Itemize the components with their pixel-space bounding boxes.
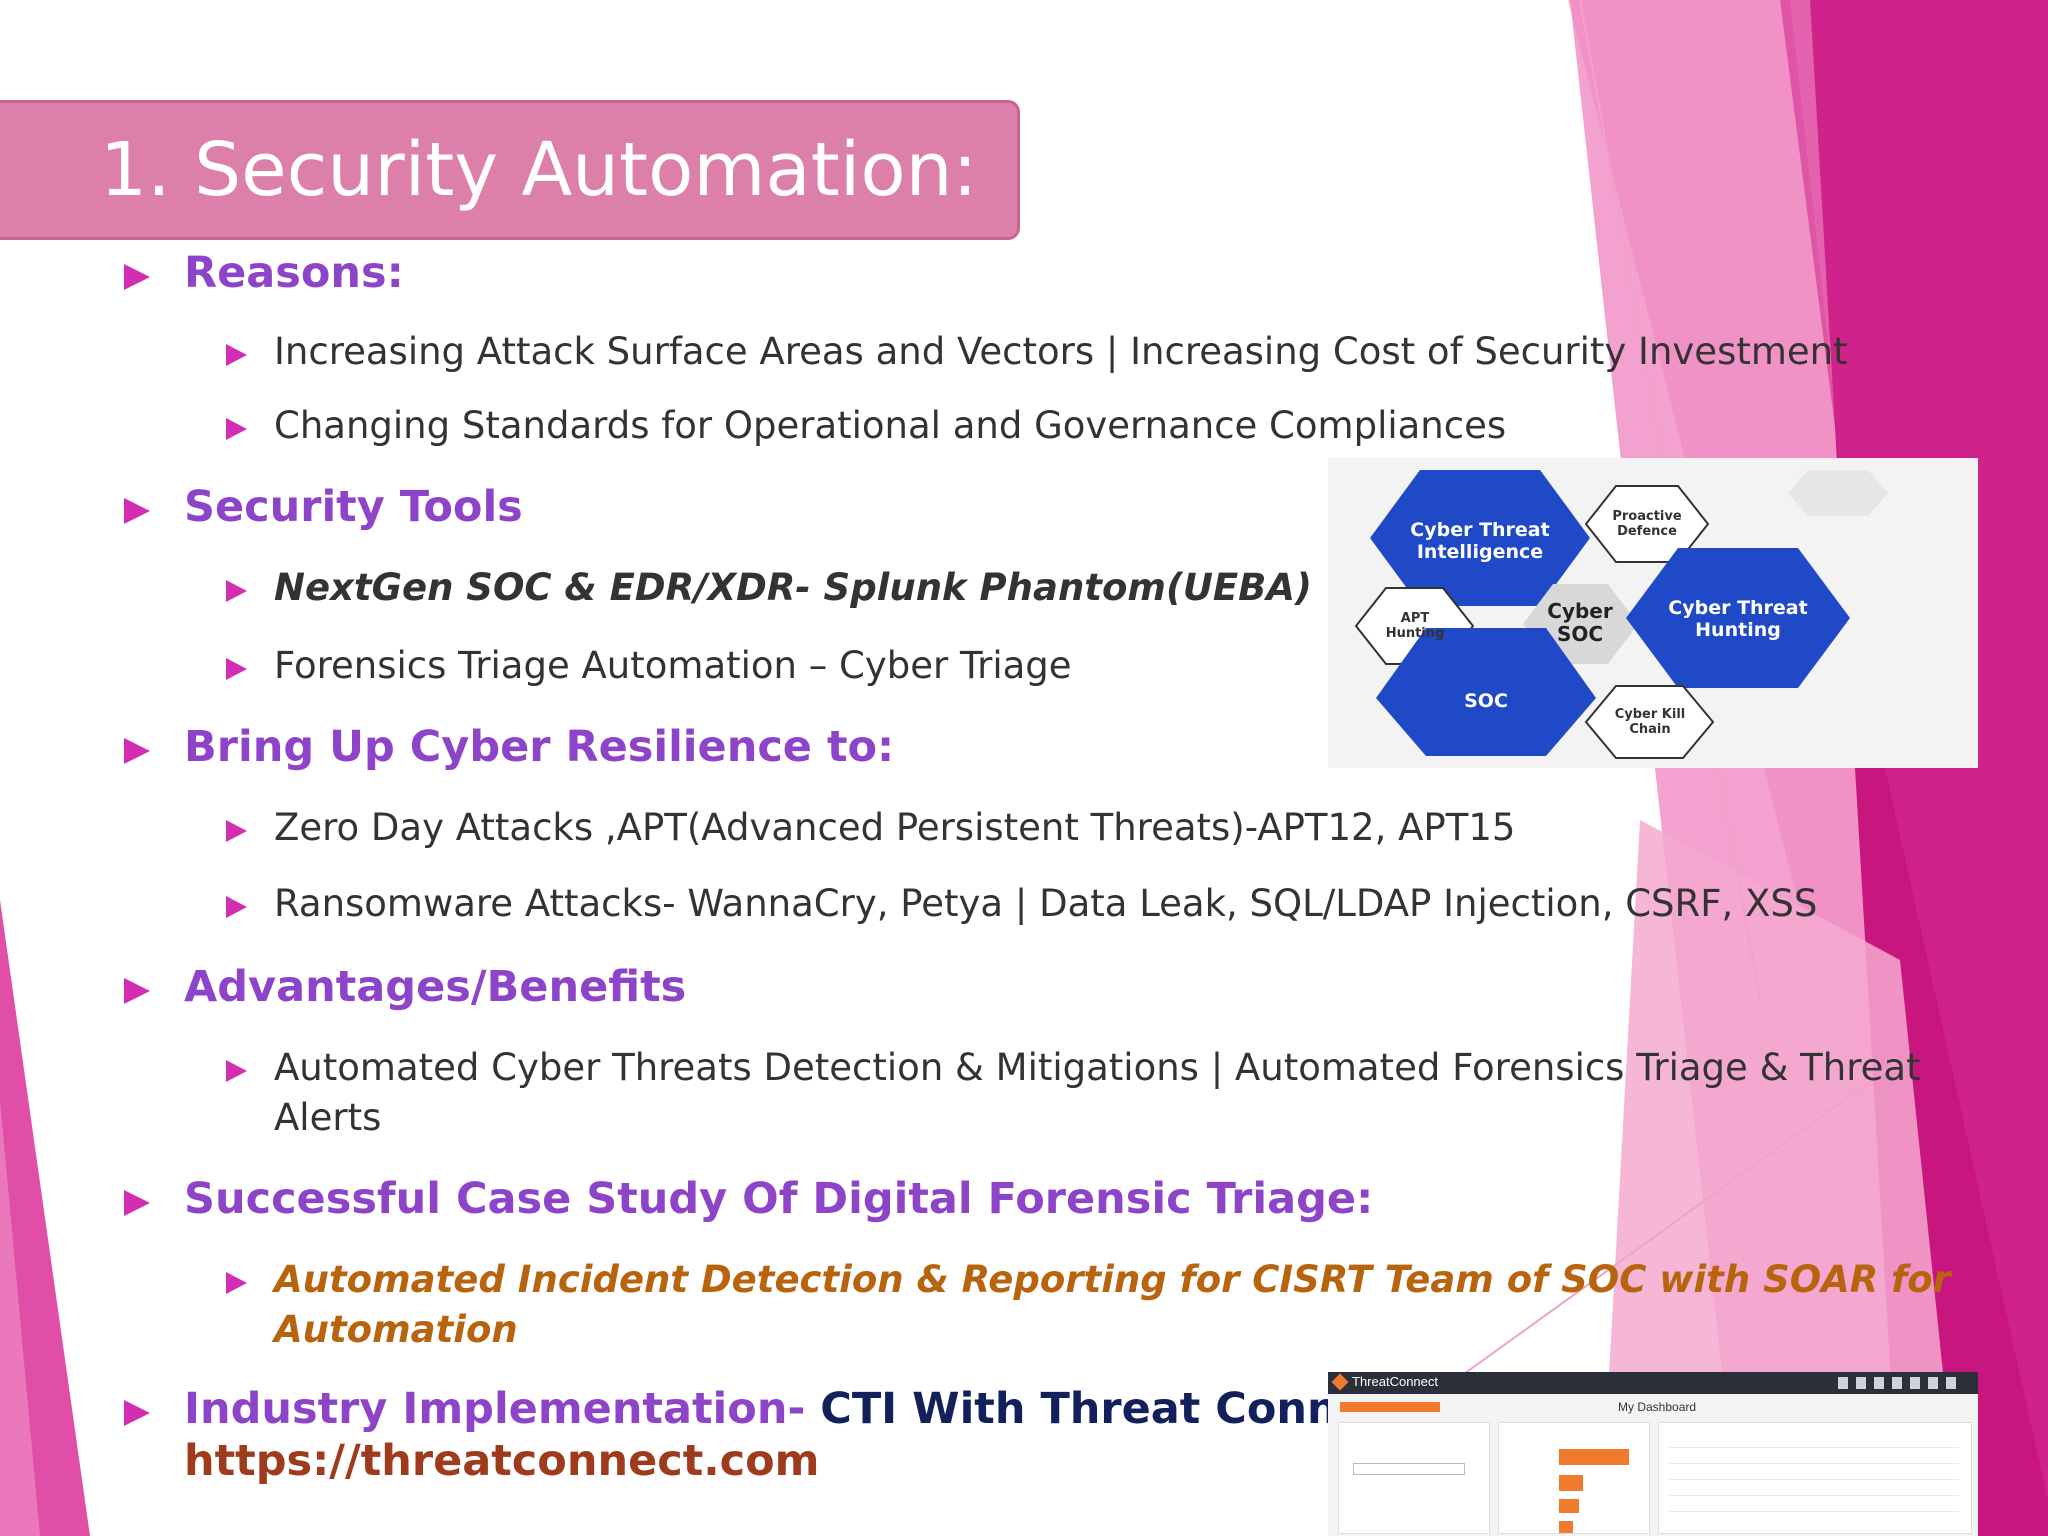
tc-card-right bbox=[1658, 1422, 1972, 1534]
hex-hunting-label-1: Cyber Threat bbox=[1668, 597, 1807, 619]
hex-soc-label: SOC bbox=[1464, 690, 1508, 712]
reasons-item-2: Changing Standards for Operational and G… bbox=[274, 404, 1507, 447]
tc-card-left bbox=[1338, 1422, 1490, 1534]
hex-killchain-label-1: Cyber Kill bbox=[1615, 707, 1686, 722]
heading-industry-implementation: Industry Implementation- CTI With Threat… bbox=[184, 1384, 1430, 1436]
hex-killchain-label-2: Chain bbox=[1629, 722, 1670, 737]
resilience-item-1: Zero Day Attacks ,APT(Advanced Persisten… bbox=[274, 806, 1516, 849]
hex-apt-label-2: Hunting bbox=[1386, 626, 1445, 641]
hex-cti-label-2: Intelligence bbox=[1417, 541, 1543, 563]
title-banner: 1. Security Automation: bbox=[0, 100, 1020, 240]
heading-security-tools: Security Tools bbox=[184, 482, 523, 532]
hex-cti-label-1: Cyber Threat bbox=[1410, 519, 1549, 541]
hex-killchain bbox=[1584, 685, 1715, 759]
tc-bar-1 bbox=[1559, 1449, 1629, 1465]
threatconnect-link[interactable]: https://threatconnect.com bbox=[184, 1436, 820, 1486]
bullet-icon bbox=[124, 1400, 150, 1426]
heading-advantages: Advantages/Benefits bbox=[184, 962, 687, 1012]
hex-apt-label-1: APT bbox=[1401, 611, 1430, 626]
bullet-icon bbox=[226, 820, 247, 842]
bullet-icon bbox=[124, 1190, 150, 1216]
tc-brand: ThreatConnect bbox=[1352, 1374, 1438, 1389]
hex-proactive-label-2: Defence bbox=[1617, 524, 1677, 539]
tools-item-2: Forensics Triage Automation – Cyber Tria… bbox=[274, 644, 1072, 687]
advantages-item-line-2: Alerts bbox=[274, 1096, 382, 1139]
threatconnect-screenshot: ThreatConnect My Dashboard bbox=[1328, 1372, 1978, 1536]
bullet-icon bbox=[124, 264, 150, 290]
case-study-item-line-1: Automated Incident Detection & Reporting… bbox=[274, 1258, 1951, 1301]
bullet-icon bbox=[226, 1272, 247, 1294]
heading-cyber-resilience: Bring Up Cyber Resilience to: bbox=[184, 722, 895, 772]
hex-core-label-2: SOC bbox=[1557, 622, 1603, 646]
hex-hunting-label-2: Hunting bbox=[1695, 619, 1781, 641]
bullet-icon bbox=[226, 344, 247, 366]
tc-dashboard-heading: My Dashboard bbox=[1618, 1400, 1697, 1414]
heading-reasons: Reasons: bbox=[184, 248, 404, 298]
tc-card-middle bbox=[1498, 1422, 1650, 1534]
hex-cti bbox=[1370, 470, 1590, 606]
reasons-item-1: Increasing Attack Surface Areas and Vect… bbox=[274, 330, 1848, 373]
heading-case-study: Successful Case Study Of Digital Forensi… bbox=[184, 1174, 1374, 1224]
bullet-icon bbox=[226, 1060, 247, 1082]
bullet-icon bbox=[124, 738, 150, 764]
threatconnect-logo-icon bbox=[1331, 1373, 1349, 1391]
hex-soc bbox=[1376, 628, 1596, 756]
cyber-soc-diagram: Cyber Threat Intelligence Proactive Defe… bbox=[1328, 458, 1978, 768]
tc-search-box bbox=[1353, 1463, 1465, 1475]
resilience-item-2: Ransomware Attacks- WannaCry, Petya | Da… bbox=[274, 882, 1818, 925]
tc-topbar: ThreatConnect bbox=[1328, 1372, 1978, 1394]
hex-hunting bbox=[1626, 548, 1850, 688]
hex-core-label-1: Cyber bbox=[1547, 599, 1613, 623]
slide-title: 1. Security Automation: bbox=[100, 127, 978, 213]
bullet-icon bbox=[226, 418, 247, 440]
tools-item-1: NextGen SOC & EDR/XDR- Splunk Phantom(UE… bbox=[274, 566, 1312, 609]
bullet-icon bbox=[124, 498, 150, 524]
hex-proactive-label-1: Proactive bbox=[1612, 509, 1681, 524]
bullet-icon bbox=[124, 978, 150, 1004]
tc-orange-tab bbox=[1340, 1402, 1440, 1412]
tc-bar-3 bbox=[1559, 1499, 1579, 1513]
bullet-icon bbox=[226, 658, 247, 680]
tc-bar-4 bbox=[1559, 1521, 1573, 1533]
tc-bar-2 bbox=[1559, 1475, 1583, 1491]
tc-toolbar-icons bbox=[1838, 1377, 1958, 1389]
cyber-soc-diagram-svg: Cyber Threat Intelligence Proactive Defe… bbox=[1354, 470, 1888, 759]
tc-table-rows bbox=[1669, 1447, 1959, 1527]
industry-label: Industry Implementation- bbox=[184, 1384, 806, 1434]
bullet-icon bbox=[226, 896, 247, 918]
cti-threat-connect-label: CTI With Threat Connect bbox=[820, 1384, 1413, 1434]
bullet-icon bbox=[226, 580, 247, 602]
advantages-item-line-1: Automated Cyber Threats Detection & Miti… bbox=[274, 1046, 1921, 1089]
case-study-item-line-2: Automation bbox=[274, 1308, 518, 1351]
